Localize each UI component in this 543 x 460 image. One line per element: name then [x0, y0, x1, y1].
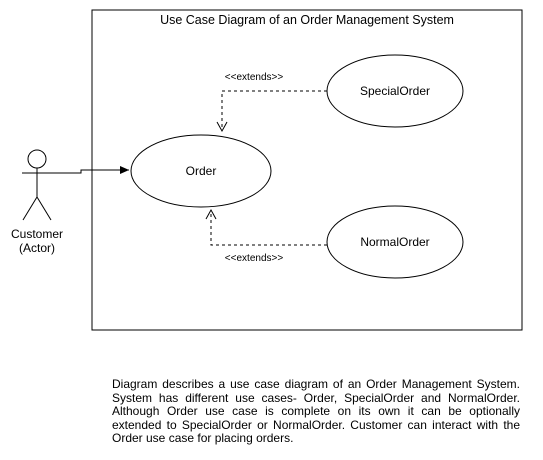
- use-case-diagram: Use Case Diagram of an Order Management …: [11, 9, 523, 331]
- special-order-label: SpecialOrder: [360, 84, 430, 98]
- actor-right-leg: [36, 196, 52, 221]
- diagram-description: Diagram describes a use case diagram of …: [112, 377, 520, 446]
- use-case-order[interactable]: Order: [130, 134, 272, 208]
- extends-arrow-normal: [205, 208, 327, 246]
- order-label: Order: [186, 164, 217, 178]
- normal-order-label: NormalOrder: [360, 235, 429, 249]
- customer-actor[interactable]: [22, 149, 52, 221]
- extends-arrow-special: [216, 90, 327, 133]
- system-title: Use Case Diagram of an Order Management …: [160, 13, 454, 27]
- normal-order-ellipse: [326, 205, 464, 279]
- actor-role: (Actor): [19, 241, 55, 255]
- actor-head: [27, 149, 47, 169]
- association-line: [52, 166, 129, 174]
- use-case-normal-order[interactable]: NormalOrder: [326, 205, 464, 279]
- extends-label-bottom: <<extends>>: [225, 253, 284, 264]
- actor-name: Customer: [11, 227, 63, 241]
- actor-left-leg: [22, 196, 38, 221]
- extends-label-top: <<extends>>: [225, 72, 284, 83]
- order-ellipse: [130, 134, 272, 208]
- use-case-special-order[interactable]: SpecialOrder: [326, 54, 464, 128]
